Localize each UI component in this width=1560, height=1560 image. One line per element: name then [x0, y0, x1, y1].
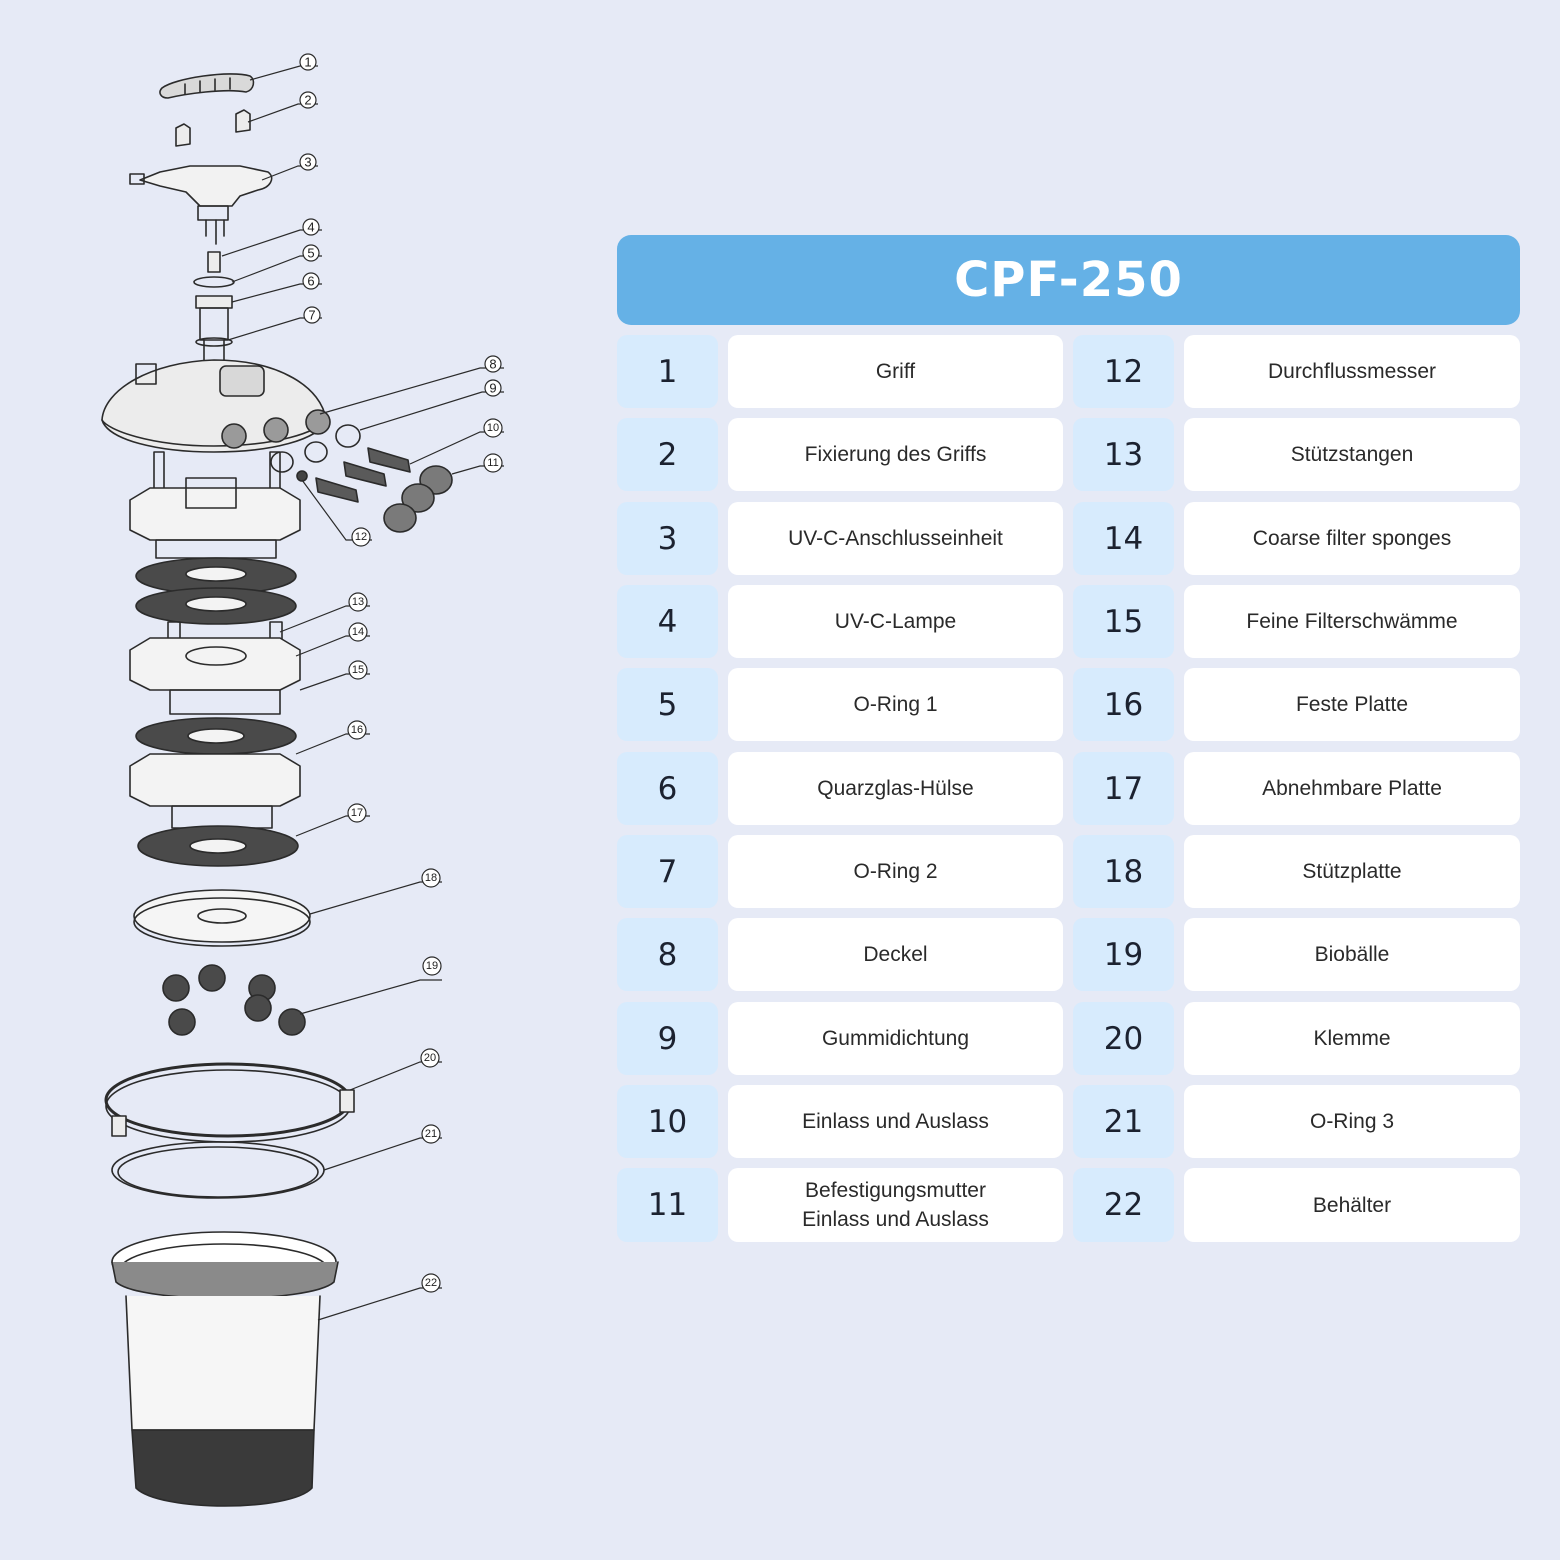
callout-4: 4 [307, 220, 314, 235]
part-name-12: Durchflussmesser [1184, 335, 1520, 408]
model-title: CPF-250 [954, 252, 1183, 308]
part-number-12: 12 [1073, 335, 1174, 408]
part-number-14: 14 [1073, 502, 1174, 575]
part-name-19: Biobälle [1184, 918, 1520, 991]
callout-8: 8 [489, 357, 496, 372]
callout-21: 21 [425, 1128, 437, 1140]
callout-15: 15 [352, 664, 364, 676]
part-uvc-unit-drawing [129, 165, 273, 245]
part-number-4: 4 [617, 585, 718, 658]
part-name-20: Klemme [1184, 1002, 1520, 1075]
part-handle-drawing [159, 73, 255, 99]
callout-22: 22 [425, 1277, 437, 1289]
part-name-18: Stützplatte [1184, 835, 1520, 908]
callout-9: 9 [489, 381, 496, 396]
callout-18: 18 [425, 872, 437, 884]
part-number-16: 16 [1073, 668, 1174, 741]
part-container-drawing [111, 1231, 339, 1507]
callout-6: 6 [307, 274, 314, 289]
callout-16: 16 [351, 724, 363, 736]
part-clamp-drawing [104, 1062, 355, 1199]
part-name-6: Quarzglas-Hülse [728, 752, 1063, 825]
callout-19: 19 [426, 960, 438, 972]
part-number-8: 8 [617, 918, 718, 991]
callout-17: 17 [351, 807, 363, 819]
part-number-21: 21 [1073, 1085, 1174, 1158]
part-bio-balls-drawing [162, 964, 306, 1036]
part-number-3: 3 [617, 502, 718, 575]
part-name-11: Befestigungsmutter Einlass und Auslass [728, 1168, 1063, 1242]
part-name-1: Griff [728, 335, 1063, 408]
part-handle-fixing-drawing [175, 109, 251, 147]
part-lid-drawing [101, 359, 331, 453]
part-filter-stack-upper-drawing [129, 451, 301, 829]
part-ports-drawing [270, 424, 453, 533]
callout-1: 1 [304, 55, 311, 70]
part-name-3: UV-C-Anschlusseinheit [728, 502, 1063, 575]
part-name-13: Stützstangen [1184, 418, 1520, 491]
part-name-7: O-Ring 2 [728, 835, 1063, 908]
part-name-14: Coarse filter sponges [1184, 502, 1520, 575]
callout-13: 13 [352, 596, 364, 608]
part-number-1: 1 [617, 335, 718, 408]
part-number-18: 18 [1073, 835, 1174, 908]
part-name-9: Gummidichtung [728, 1002, 1063, 1075]
part-number-20: 20 [1073, 1002, 1174, 1075]
part-name-5: O-Ring 1 [728, 668, 1063, 741]
part-name-2: Fixierung des Griffs [728, 418, 1063, 491]
part-number-10: 10 [617, 1085, 718, 1158]
callout-10: 10 [487, 422, 499, 434]
part-number-19: 19 [1073, 918, 1174, 991]
part-name-8: Deckel [728, 918, 1063, 991]
part-name-21: O-Ring 3 [1184, 1085, 1520, 1158]
callout-12: 12 [355, 531, 367, 543]
part-number-11: 11 [617, 1168, 718, 1242]
part-number-7: 7 [617, 835, 718, 908]
exploded-view-diagram: 1 2 3 4 5 6 7 8 9 10 11 12 13 14 15 16 1… [101, 53, 504, 1507]
callout-2: 2 [304, 93, 311, 108]
callout-14: 14 [352, 626, 364, 638]
part-lamp-and-sleeve-drawing [193, 251, 235, 373]
callout-7: 7 [308, 308, 315, 323]
part-number-5: 5 [617, 668, 718, 741]
part-name-15: Feine Filterschwämme [1184, 585, 1520, 658]
part-number-17: 17 [1073, 752, 1174, 825]
part-name-17: Abnehmbare Platte [1184, 752, 1520, 825]
part-name-16: Feste Platte [1184, 668, 1520, 741]
callout-11: 11 [487, 457, 498, 469]
part-number-9: 9 [617, 1002, 718, 1075]
callout-5: 5 [307, 246, 314, 261]
part-name-10: Einlass und Auslass [728, 1085, 1063, 1158]
part-number-13: 13 [1073, 418, 1174, 491]
model-title-bar: CPF-250 [617, 235, 1520, 325]
part-number-6: 6 [617, 752, 718, 825]
part-number-2: 2 [617, 418, 718, 491]
part-number-15: 15 [1073, 585, 1174, 658]
part-number-22: 22 [1073, 1168, 1174, 1242]
callout-20: 20 [424, 1052, 436, 1064]
callout-3: 3 [304, 155, 311, 170]
part-plates-drawing [133, 825, 311, 947]
part-name-4: UV-C-Lampe [728, 585, 1063, 658]
part-name-22: Behälter [1184, 1168, 1520, 1242]
